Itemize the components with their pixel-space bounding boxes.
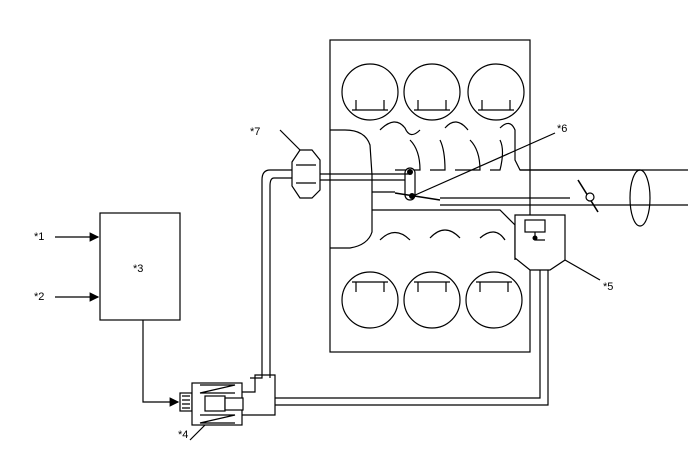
- label-5: *5: [603, 281, 613, 293]
- label-6: *6: [557, 123, 567, 135]
- label-1: *1: [34, 231, 44, 243]
- vacuum-hoses: [250, 169, 549, 406]
- label-2: *2: [34, 291, 44, 303]
- control-unit-box: [99, 212, 181, 321]
- label-7: *7: [250, 126, 260, 138]
- cylinders-top: [341, 63, 525, 121]
- vsv: [179, 374, 276, 441]
- label-3: *3: [133, 263, 143, 275]
- label-4: *4: [178, 429, 188, 441]
- control-signal-arrow: [142, 320, 180, 407]
- vacuum-tank: [514, 214, 601, 281]
- control-valve: [394, 132, 556, 201]
- intake-duct: [520, 169, 688, 227]
- cylinders-bottom: [341, 271, 523, 329]
- actuator: [279, 129, 410, 199]
